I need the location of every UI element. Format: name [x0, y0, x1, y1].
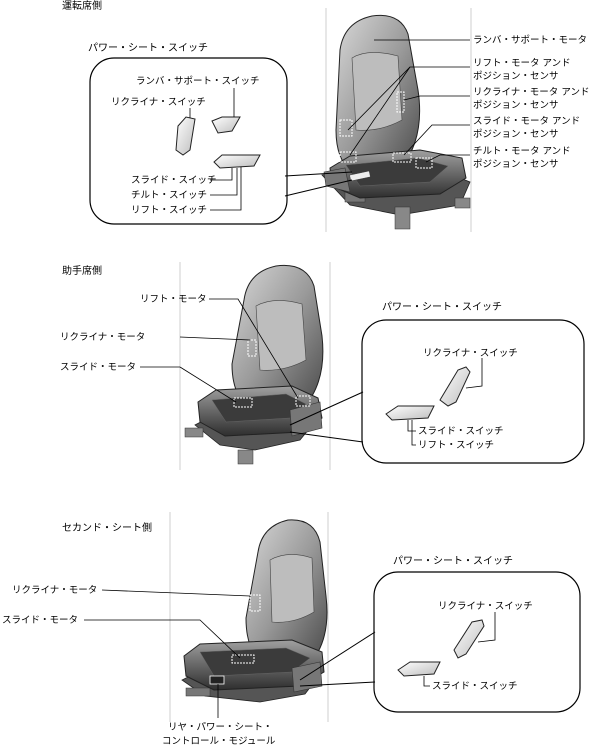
driver-lumbar-motor-label: ランバ・サポート・モータ [473, 34, 587, 47]
driver-lift-motor-label-1: リフト・モータ アンド [473, 57, 571, 70]
driver-slide-tilt-switch [214, 155, 260, 168]
passenger-recliner-switch-label: リクライナ・スイッチ [423, 347, 518, 360]
driver-recliner-motor-label-1: リクライナ・モータ アンド [473, 86, 589, 99]
passenger-lift-switch-label: リフト・スイッチ [418, 439, 494, 452]
driver-lumbar-switch-label: ランバ・サポート・スイッチ [136, 75, 260, 88]
second-module-label-1: リヤ・パワー・シート・ [168, 721, 273, 734]
second-slide-switch-label: スライド・スイッチ [432, 680, 518, 693]
driver-slide-motor-label-1: スライド・モータ アンド [473, 115, 580, 128]
passenger-slide-motor-label: スライド・モータ [60, 361, 136, 374]
second-recliner-motor-label: リクライナ・モータ [12, 584, 97, 597]
driver-tilt-motor-label-2: ポジション・センサ [473, 158, 559, 171]
driver-slide-motor-label-2: ポジション・センサ [473, 128, 559, 141]
driver-recliner-motor-label-2: ポジション・センサ [473, 99, 559, 112]
passenger-section [140, 262, 584, 470]
passenger-slide-switch-label: スライド・スイッチ [418, 425, 504, 438]
second-module-label-2: コントロール・モジュール [162, 735, 275, 748]
second-slide-motor-label: スライド・モータ [2, 614, 78, 627]
passenger-recliner-motor-label: リクライナ・モータ [60, 331, 145, 344]
driver-panel-title: パワー・シート・スイッチ [88, 42, 208, 55]
second-recliner-switch-label: リクライナ・スイッチ [438, 600, 533, 613]
passenger-section-title: 助手席側 [62, 265, 102, 278]
driver-slide-switch-label: スライド・スイッチ [131, 174, 217, 187]
second-seat-illustration [182, 520, 327, 702]
second-section-title: セカンド・シート側 [62, 522, 152, 535]
driver-lift-motor-label-2: ポジション・センサ [473, 70, 559, 83]
driver-tilt-switch-label: チルト・スイッチ [131, 189, 207, 202]
driver-lift-switch-label: リフト・スイッチ [131, 204, 207, 217]
driver-section-title: 運転席側 [62, 0, 102, 13]
driver-recliner-switch-label: リクライナ・スイッチ [111, 96, 206, 109]
second-panel-title: パワー・シート・スイッチ [393, 555, 513, 568]
passenger-lift-motor-label: リフト・モータ [140, 293, 207, 306]
driver-tilt-motor-label-1: チルト・モータ アンド [473, 145, 571, 158]
driver-seat-illustration [322, 15, 470, 229]
passenger-panel-title: パワー・シート・スイッチ [382, 301, 502, 314]
